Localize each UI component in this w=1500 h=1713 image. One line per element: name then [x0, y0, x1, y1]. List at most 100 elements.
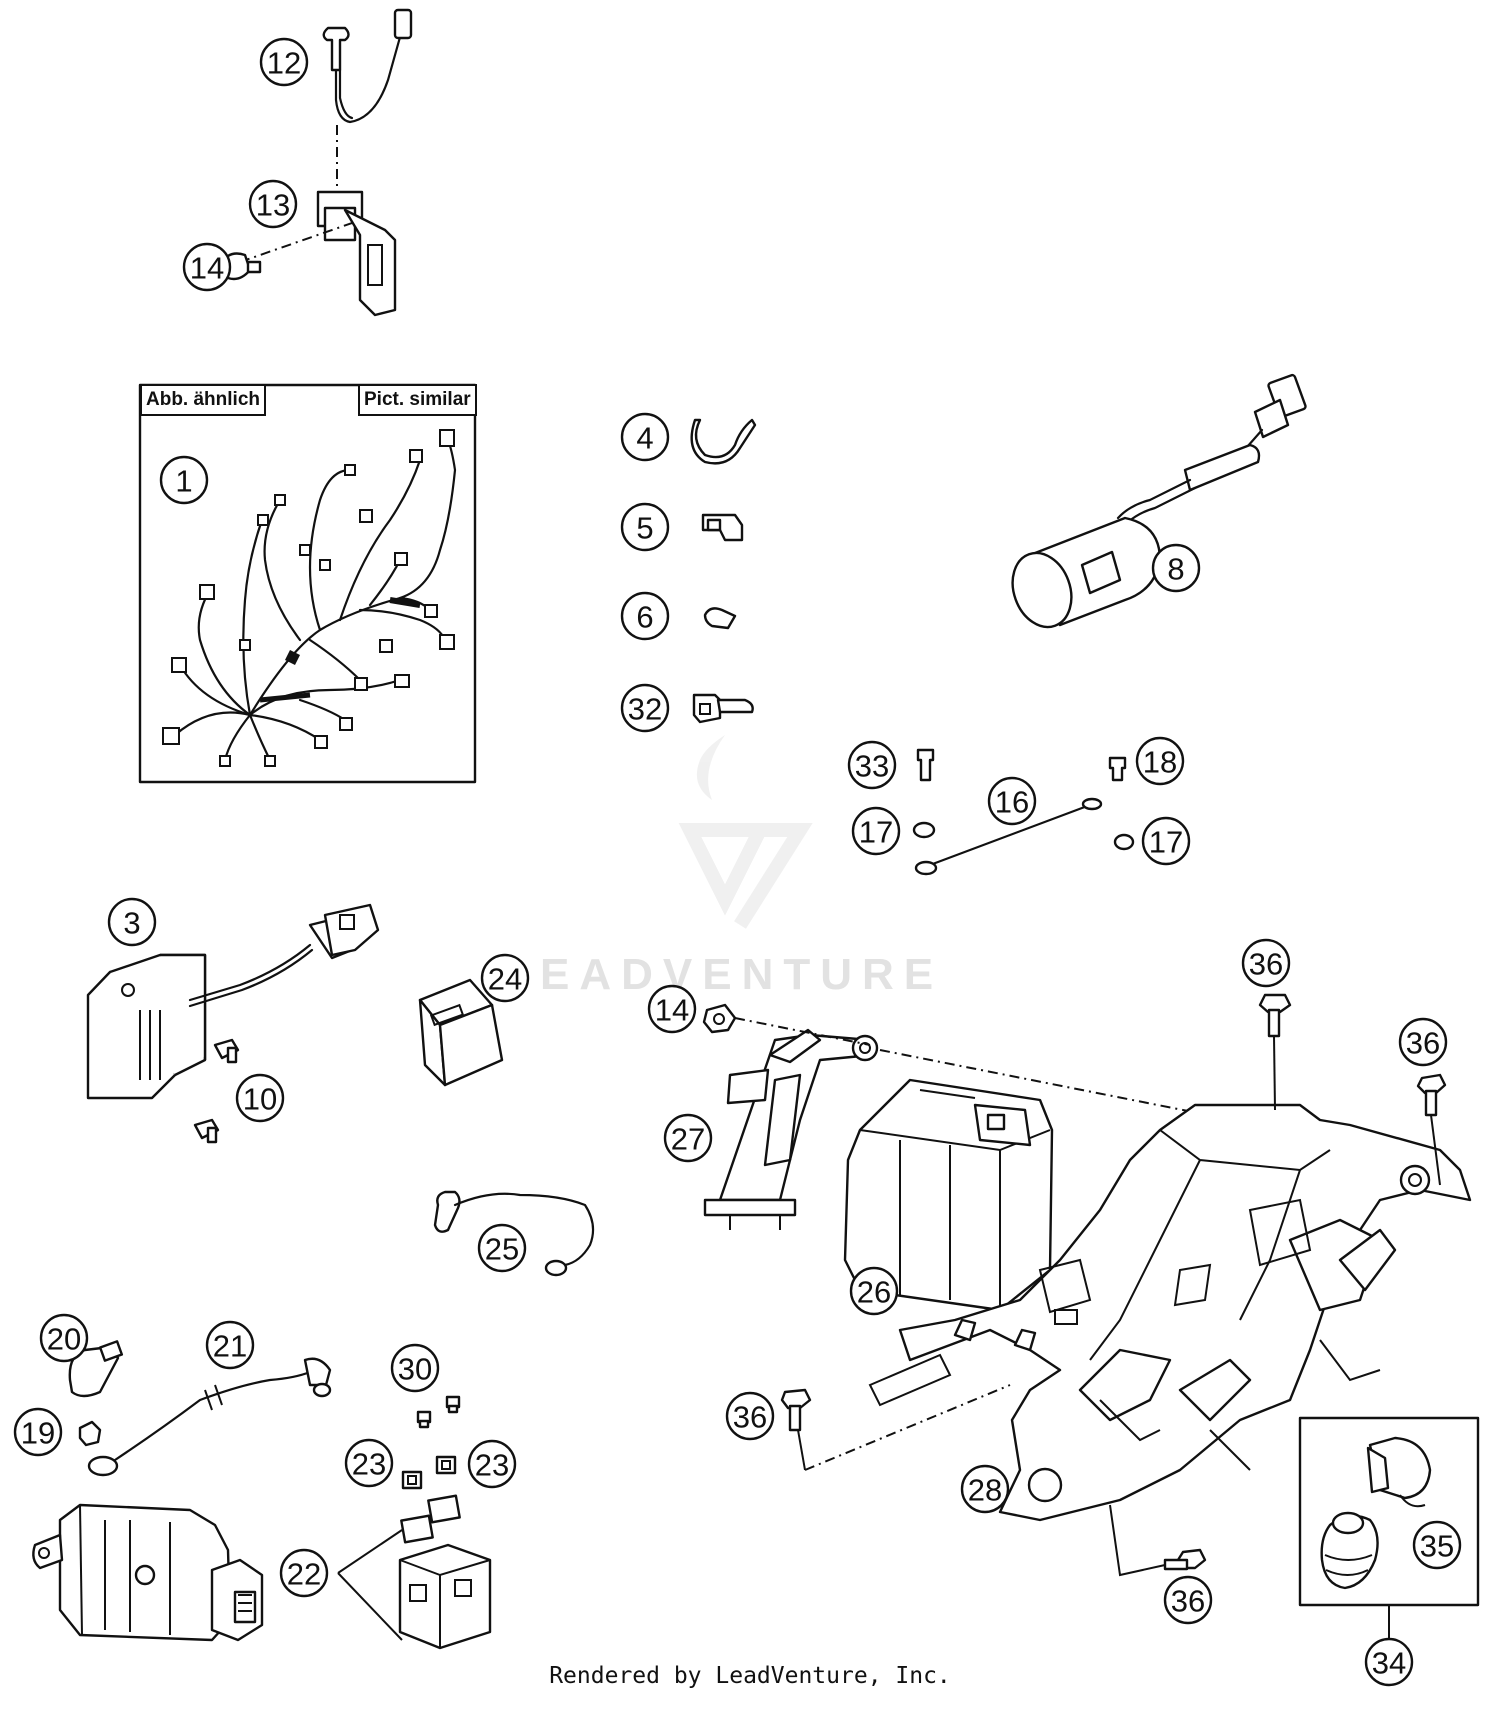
svg-text:3: 3 — [123, 906, 140, 941]
cable-tie-icon — [690, 418, 757, 465]
fuse-23-left — [401, 1470, 423, 1490]
callout-3: 3 — [107, 897, 157, 947]
callout-13: 13 — [248, 179, 298, 229]
callout-18: 18 — [1135, 736, 1185, 786]
svg-text:35: 35 — [1420, 1529, 1454, 1564]
svg-text:5: 5 — [636, 511, 653, 546]
callout-23-right: 23 — [467, 1439, 517, 1489]
callout-14-top: 14 — [182, 242, 232, 292]
screw-10-lower — [193, 1118, 220, 1144]
svg-text:8: 8 — [1167, 552, 1184, 587]
callout-22: 22 — [279, 1548, 329, 1598]
callout-16: 16 — [987, 776, 1037, 826]
svg-text:14: 14 — [190, 251, 224, 286]
callout-36-left: 36 — [725, 1391, 775, 1441]
callout-17-right: 17 — [1141, 816, 1191, 866]
svg-text:13: 13 — [256, 188, 290, 223]
svg-text:36: 36 — [1406, 1026, 1440, 1061]
svg-text:12: 12 — [267, 46, 301, 81]
callout-26: 26 — [849, 1266, 899, 1316]
svg-text:22: 22 — [287, 1557, 321, 1592]
callout-36-bottom: 36 — [1163, 1575, 1213, 1625]
callout-14-lower: 14 — [647, 984, 697, 1034]
watermark-text: EADVENTURE — [540, 950, 944, 999]
svg-text:23: 23 — [475, 1448, 509, 1483]
svg-text:16: 16 — [995, 785, 1029, 820]
svg-text:18: 18 — [1143, 745, 1177, 780]
svg-text:30: 30 — [398, 1352, 432, 1387]
fuse-23-right — [435, 1455, 457, 1475]
callout-4: 4 — [620, 412, 670, 462]
nut-19 — [78, 1420, 102, 1447]
callout-34: 34 — [1364, 1637, 1414, 1687]
inset-label-pict-similar: Pict. similar — [358, 384, 477, 416]
rubber-cap-20 — [68, 1340, 124, 1398]
fuse-box-illustration — [398, 1494, 492, 1650]
watermark-logo-icon — [678, 735, 813, 929]
svg-text:23: 23 — [352, 1447, 386, 1482]
svg-text:32: 32 — [628, 692, 662, 727]
callout-23-left: 23 — [344, 1438, 394, 1488]
cable-clip-icon — [701, 513, 744, 542]
screw-36-left — [780, 1388, 812, 1432]
plug-connector-icon — [692, 693, 754, 724]
callout-36-right: 36 — [1398, 1017, 1448, 1067]
battery-holder-bracket — [703, 1028, 879, 1230]
svg-text:24: 24 — [488, 962, 522, 997]
screw-10-upper — [213, 1038, 240, 1064]
svg-text:21: 21 — [213, 1329, 247, 1364]
screw-36-bottom — [1163, 1548, 1207, 1571]
battery-illustration — [843, 1078, 1054, 1312]
callout-6: 6 — [620, 591, 670, 641]
svg-text:26: 26 — [857, 1275, 891, 1310]
ignition-connector-assembly — [220, 8, 413, 317]
callout-8: 8 — [1151, 543, 1201, 593]
nut-14-lower — [702, 1003, 737, 1034]
callout-5: 5 — [620, 502, 670, 552]
harness-inset-frame — [138, 383, 477, 784]
svg-text:17: 17 — [1149, 825, 1183, 860]
ground-cable-assembly — [912, 748, 1135, 876]
svg-text:4: 4 — [636, 421, 653, 456]
svg-text:20: 20 — [47, 1322, 81, 1357]
fuse-30-left — [416, 1410, 432, 1429]
svg-text:19: 19 — [21, 1416, 55, 1451]
small-clip-icon — [703, 607, 737, 630]
callout-10: 10 — [235, 1073, 285, 1123]
footer-credit: Rendered by LeadVenture, Inc. — [549, 1663, 951, 1689]
screw-36-top — [1258, 993, 1292, 1038]
callout-35: 35 — [1412, 1520, 1462, 1570]
callout-28: 28 — [960, 1464, 1010, 1514]
callout-25: 25 — [477, 1223, 527, 1273]
callout-17-left: 17 — [851, 806, 901, 856]
svg-text:36: 36 — [733, 1400, 767, 1435]
callout-1: 1 — [159, 455, 209, 505]
relay-box-illustration — [418, 978, 504, 1087]
battery-cable-illustration — [433, 1190, 595, 1277]
svg-text:25: 25 — [485, 1232, 519, 1267]
svg-text:6: 6 — [636, 600, 653, 635]
callout-20: 20 — [39, 1313, 89, 1363]
starter-motor-illustration — [32, 1503, 264, 1642]
svg-text:27: 27 — [671, 1122, 705, 1157]
svg-text:34: 34 — [1372, 1646, 1406, 1681]
screw-36-right — [1416, 1073, 1447, 1117]
wiring-harness-illustration — [162, 429, 457, 767]
callout-27: 27 — [663, 1113, 713, 1163]
voltage-regulator-illustration — [86, 903, 380, 1100]
battery-tray-frame — [868, 1103, 1472, 1522]
svg-text:14: 14 — [655, 993, 689, 1028]
callout-32: 32 — [620, 683, 670, 733]
svg-text:10: 10 — [243, 1082, 277, 1117]
socket-illustration — [1320, 1436, 1432, 1590]
capacitor-illustration — [1011, 373, 1307, 629]
callout-33: 33 — [847, 740, 897, 790]
svg-text:28: 28 — [968, 1473, 1002, 1508]
callout-24: 24 — [480, 953, 530, 1003]
callout-30: 30 — [390, 1343, 440, 1393]
callout-12: 12 — [259, 37, 309, 87]
svg-text:1: 1 — [175, 464, 192, 499]
callout-19: 19 — [13, 1407, 63, 1457]
